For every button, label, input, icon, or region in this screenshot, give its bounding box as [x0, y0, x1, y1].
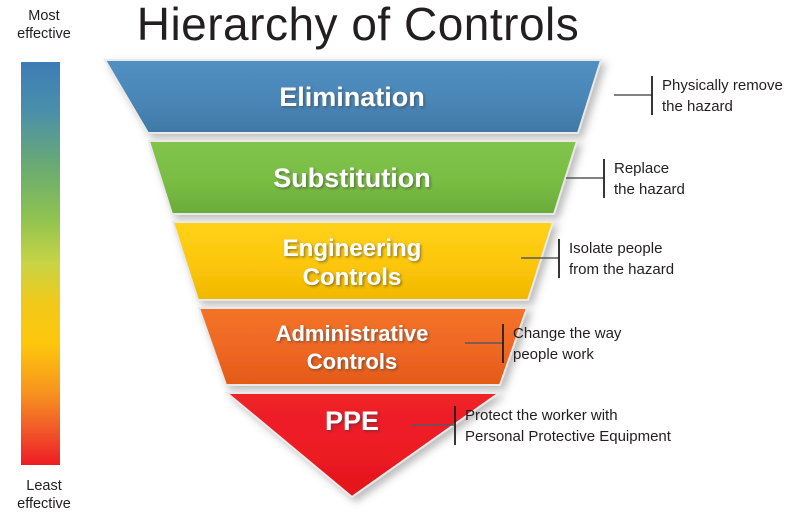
effectiveness-scale: Most effective Least effective [17, 8, 71, 512]
band-label-engineering-controls-line1: Engineering [283, 235, 422, 262]
scale-top-label-line2: effective [17, 26, 71, 42]
callout-text-administrative-controls-line2: people work [513, 346, 594, 363]
scale-top-label-line1: Most [28, 8, 59, 24]
callout-ppe: Protect the worker with Personal Protect… [412, 406, 672, 445]
callout-text-elimination-line2: the hazard [662, 98, 733, 115]
funnel-level-engineering-controls[interactable]: Engineering Controls [171, 221, 555, 301]
page-title: Hierarchy of Controls [137, 0, 580, 50]
band-shape-ppe [224, 392, 503, 499]
band-label-engineering-controls-line2: Controls [303, 264, 402, 291]
band-label-elimination: Elimination [279, 82, 425, 112]
callout-engineering-controls: Isolate people from the hazard [521, 239, 674, 278]
callout-text-administrative-controls-line1: Change the way [513, 325, 622, 342]
callouts: Physically remove the hazard Replace the… [412, 76, 783, 445]
callout-administrative-controls: Change the way people work [465, 324, 622, 363]
band-shape-engineering-controls [171, 221, 555, 301]
callout-substitution: Replace the hazard [566, 159, 685, 198]
callout-text-substitution-line1: Replace [614, 160, 669, 177]
callout-text-engineering-controls-line1: Isolate people [569, 240, 662, 257]
callout-elimination: Physically remove the hazard [614, 76, 783, 115]
band-shape-elimination [103, 59, 603, 134]
band-label-administrative-controls-line2: Controls [307, 349, 397, 374]
funnel-level-ppe[interactable]: PPE [224, 392, 503, 499]
band-label-ppe: PPE [325, 406, 379, 436]
band-shape-administrative-controls [197, 307, 529, 386]
callout-text-ppe-line2: Personal Protective Equipment [465, 428, 672, 445]
band-label-administrative-controls-line1: Administrative [276, 321, 429, 346]
band-label-substitution: Substitution [273, 163, 430, 193]
funnel-level-administrative-controls[interactable]: Administrative Controls [197, 307, 529, 386]
effectiveness-gradient-bar [21, 62, 60, 465]
funnel-level-elimination[interactable]: Elimination [103, 59, 603, 134]
funnel: Elimination Substitution Engineering Con… [103, 59, 603, 499]
callout-text-ppe-line1: Protect the worker with [465, 407, 618, 424]
band-shape-substitution [147, 140, 579, 215]
scale-bottom-label-line1: Least [26, 478, 61, 494]
callout-text-substitution-line2: the hazard [614, 181, 685, 198]
funnel-level-substitution[interactable]: Substitution [147, 140, 579, 215]
scale-bottom-label-line2: effective [17, 496, 71, 512]
callout-text-elimination-line1: Physically remove [662, 77, 783, 94]
callout-text-engineering-controls-line2: from the hazard [569, 261, 674, 278]
